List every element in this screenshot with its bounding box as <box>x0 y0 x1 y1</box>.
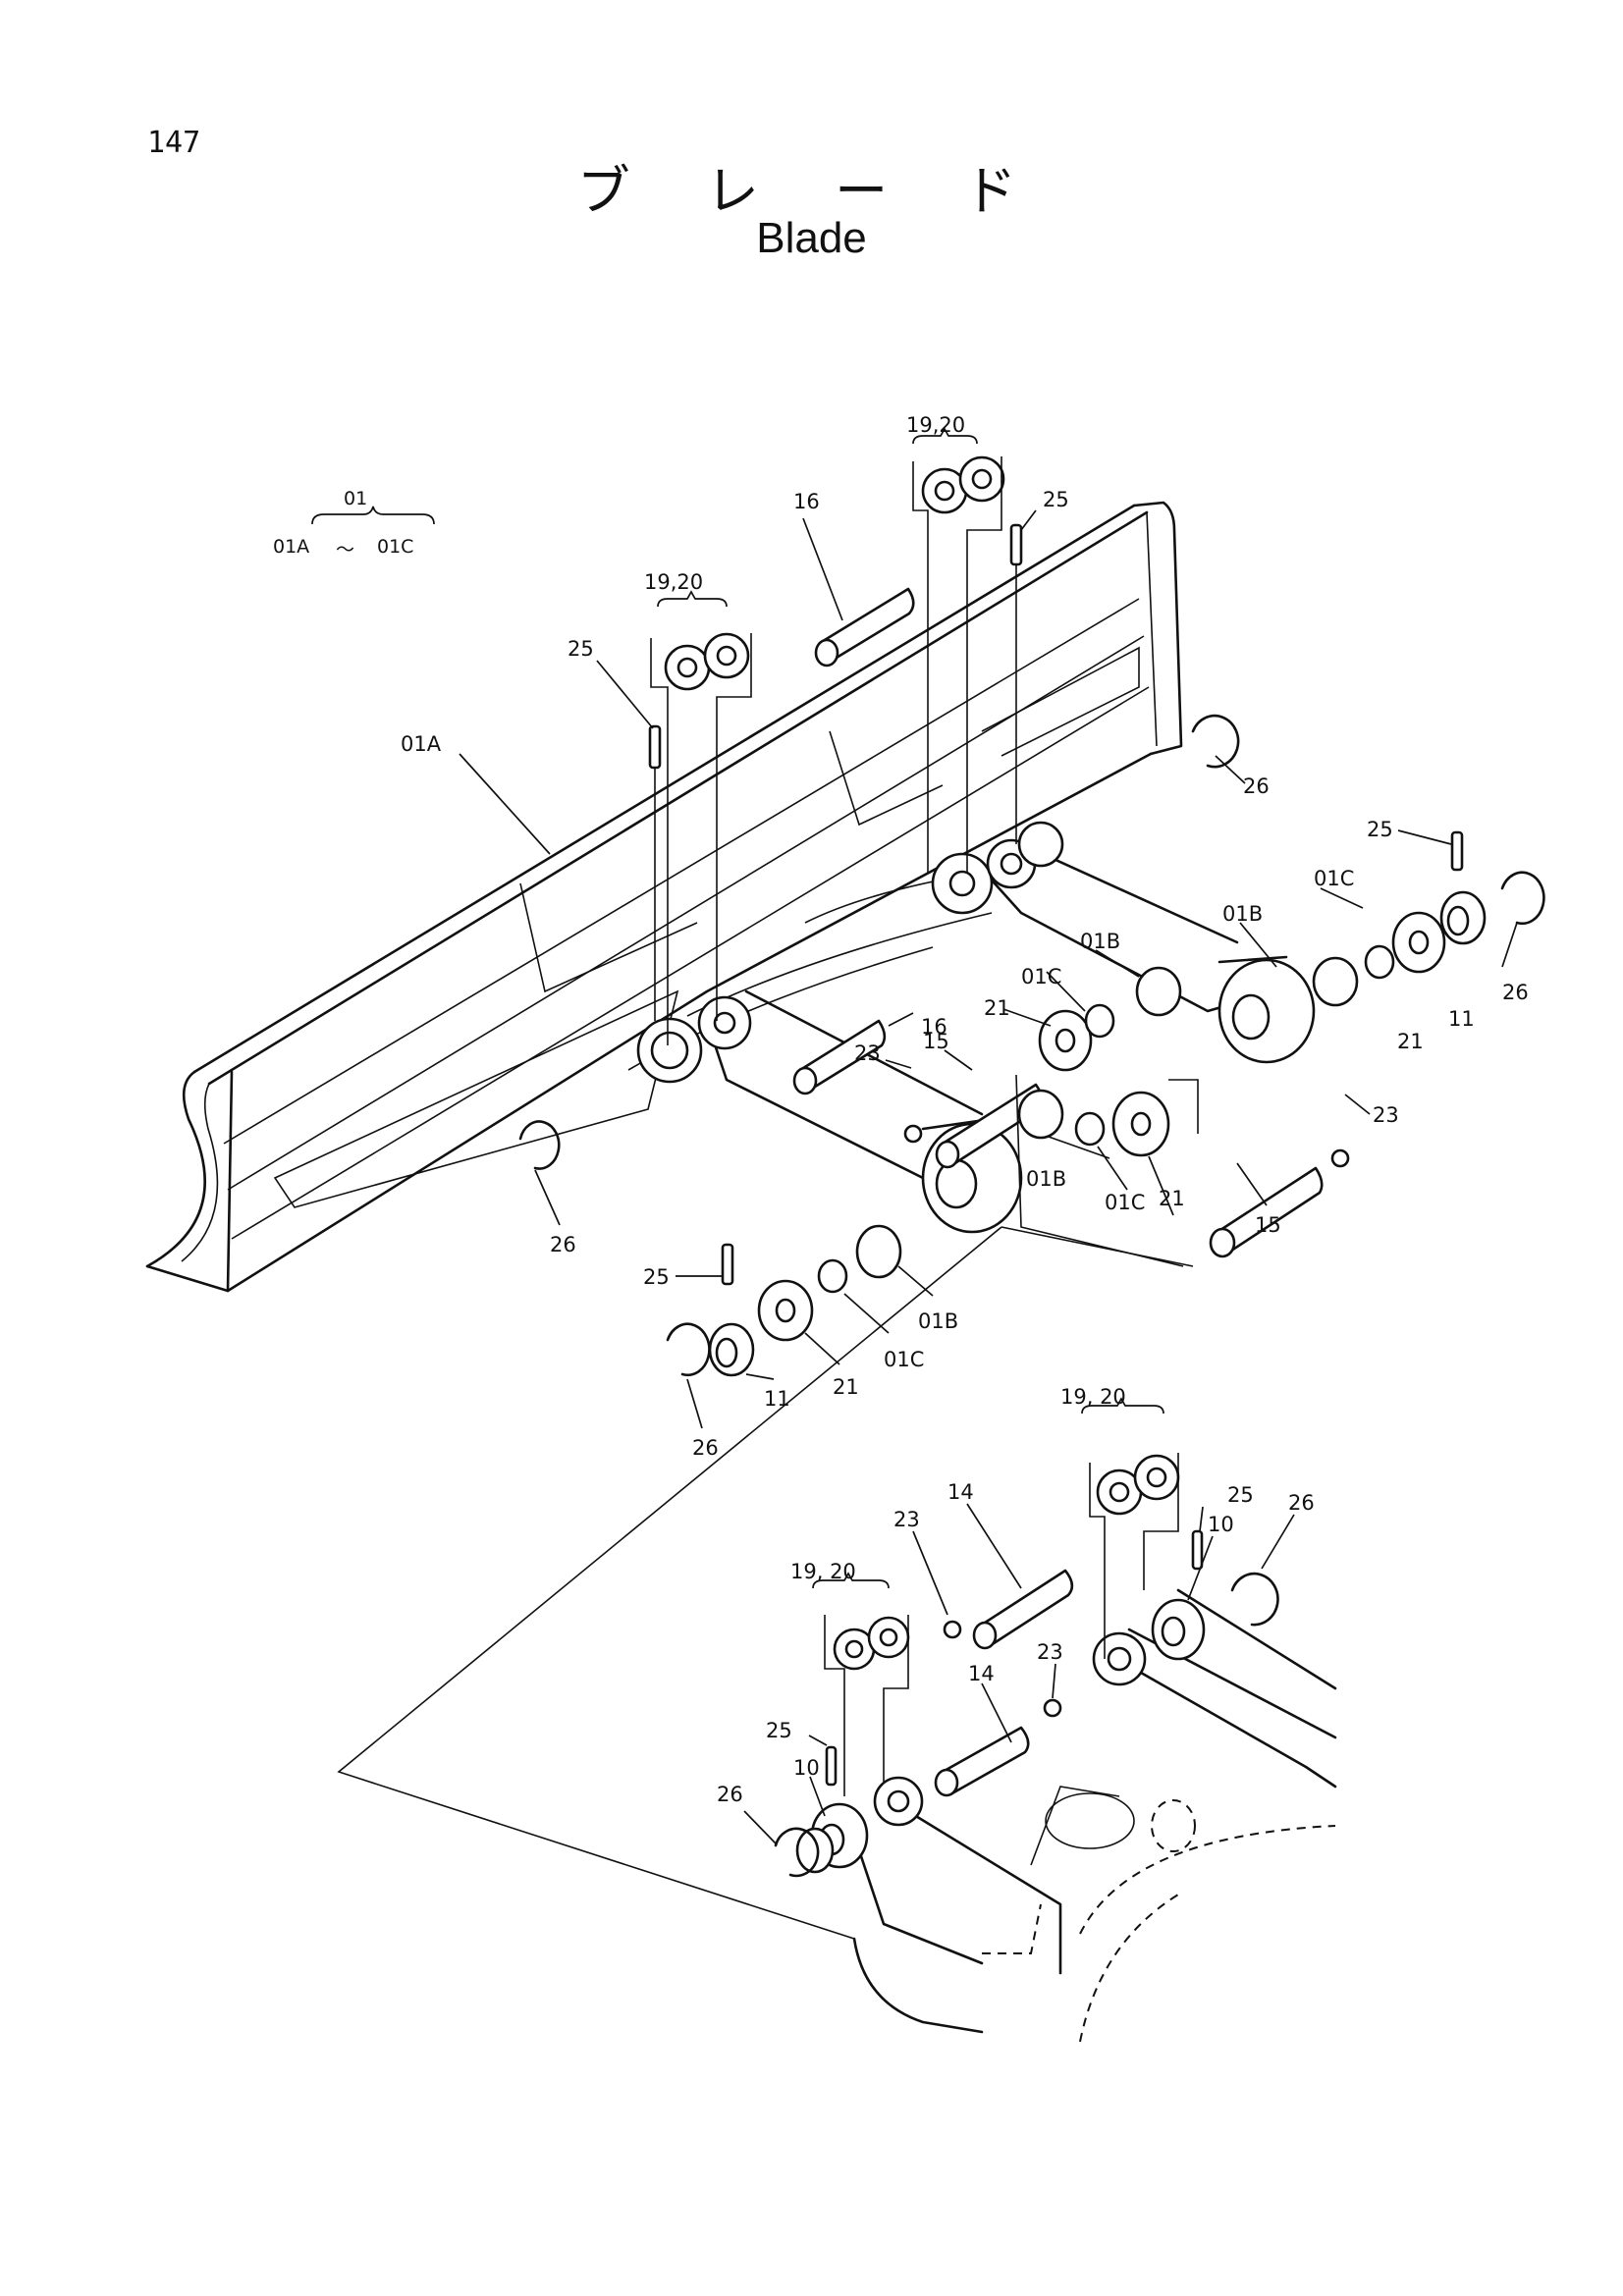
callout-label: 21 <box>1397 1030 1424 1053</box>
callout-label: 11 <box>1448 1007 1475 1031</box>
page-number: 147 <box>147 126 201 160</box>
callout-label: 15 <box>923 1030 949 1053</box>
callout-label: 26 <box>1288 1491 1315 1515</box>
callout-label: 23 <box>1373 1103 1399 1127</box>
callout-label: 19, 20 <box>1060 1385 1126 1409</box>
callout-label: 25 <box>1367 818 1393 841</box>
callout-label: 01B <box>1080 930 1120 953</box>
callout-label: 15 <box>1255 1213 1281 1237</box>
callout-label: 11 <box>764 1387 790 1411</box>
page-title-japanese: ブ レ ー ド <box>576 160 1047 222</box>
callout-label: 10 <box>1208 1513 1234 1536</box>
blade-arms <box>636 821 1316 1234</box>
callout-label: 23 <box>893 1508 920 1531</box>
callout-label: 26 <box>1243 774 1270 798</box>
callout-label: 25 <box>643 1265 670 1289</box>
callout-label: 23 <box>854 1041 881 1065</box>
callout-label: 19, 20 <box>790 1560 856 1583</box>
page-title-english: Blade <box>756 214 867 262</box>
callout-labels: 01 01A 〜 01C 01A 25 19,20 16 19,20 25 26… <box>273 413 1529 1806</box>
leader-lines <box>311 427 1518 1844</box>
callout-label: 19,20 <box>906 413 965 437</box>
callout-label: 01B <box>918 1309 958 1333</box>
callout-label: 21 <box>984 996 1010 1020</box>
assembly-parent-label: 01 <box>344 488 367 509</box>
callout-label: 01C <box>1021 965 1061 988</box>
callout-label: 26 <box>550 1233 576 1256</box>
callout-label: 10 <box>793 1756 820 1780</box>
callout-label: 25 <box>568 637 594 661</box>
callout-label: 25 <box>1227 1483 1254 1507</box>
callout-label: 23 <box>1037 1640 1063 1664</box>
assembly-range-symbol: 〜 <box>336 539 354 561</box>
callout-label: 01B <box>1222 902 1263 926</box>
callout-label: 14 <box>968 1662 995 1685</box>
callout-label: 25 <box>766 1719 792 1742</box>
machine-frame <box>337 1226 1337 2043</box>
callout-label: 26 <box>692 1436 719 1460</box>
callout-label: 16 <box>921 1015 947 1039</box>
callout-label: 26 <box>717 1783 743 1806</box>
callout-label: 01C <box>884 1348 924 1371</box>
callout-label: 26 <box>1502 981 1529 1004</box>
callout-label: 16 <box>793 490 820 513</box>
callout-label: 19,20 <box>644 570 703 594</box>
upper-parts <box>518 455 1545 1377</box>
callout-label: 21 <box>1159 1187 1185 1210</box>
assembly-range-from-label: 01A <box>273 536 309 558</box>
callout-label: 01A <box>401 732 442 756</box>
assembly-range-to-label: 01C <box>377 536 413 558</box>
blade-body <box>145 501 1183 1293</box>
callout-label: 01C <box>1314 867 1354 890</box>
callout-label: 01B <box>1026 1167 1066 1191</box>
callout-label: 21 <box>833 1375 859 1399</box>
callout-label: 25 <box>1043 488 1069 511</box>
callout-label: 14 <box>947 1480 974 1504</box>
callout-label: 01C <box>1105 1191 1145 1214</box>
